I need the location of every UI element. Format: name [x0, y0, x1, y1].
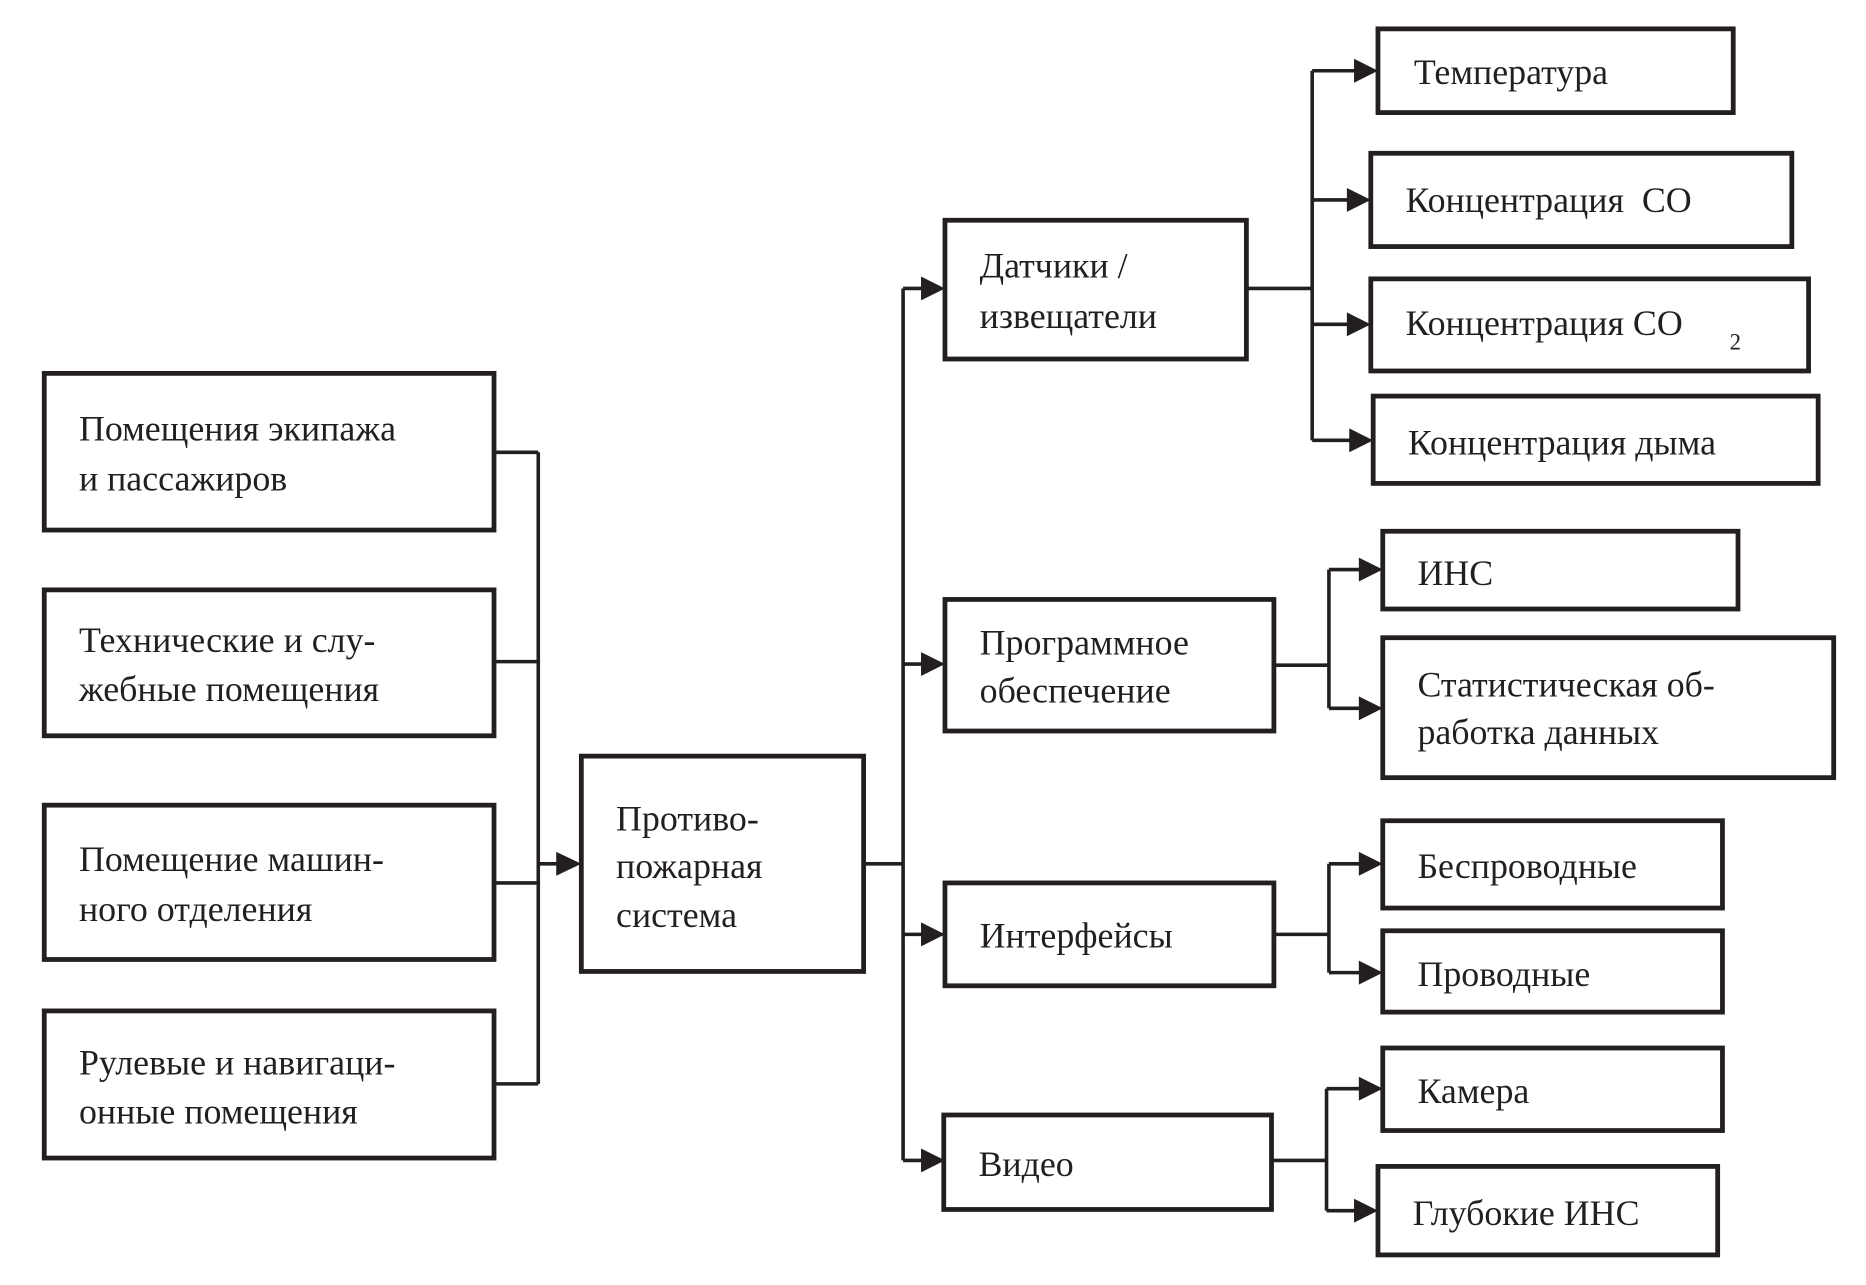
- arrow-icon: [1358, 696, 1383, 721]
- center-label: Противо-: [616, 798, 759, 838]
- arrow-icon: [1346, 187, 1371, 212]
- source-label: Помещение машин-: [79, 839, 384, 879]
- arrow-icon: [1358, 851, 1383, 876]
- leaf-label: Концентрация дыма: [1408, 423, 1716, 463]
- source-label: и пассажиров: [79, 459, 287, 499]
- leaf-label: работка данных: [1417, 712, 1659, 752]
- arrow-icon: [921, 922, 945, 947]
- source-box-technical: Технические и слу- жебные помещения: [41, 587, 497, 739]
- leaf-box-deep-ann: Глубокие ИНС: [1375, 1164, 1721, 1258]
- leaf-label: Проводные: [1417, 954, 1590, 994]
- arrow-icon: [1346, 312, 1371, 337]
- leaf-label: Камера: [1417, 1071, 1529, 1111]
- arrow-icon: [921, 1148, 945, 1173]
- source-label: ного отделения: [79, 889, 312, 929]
- branch-box-software: Программное обеспечение: [942, 597, 1277, 734]
- leaf-box-wired: Проводные: [1380, 928, 1725, 1015]
- arrow-icon: [1358, 960, 1383, 985]
- branch-box-video: Видео: [941, 1112, 1274, 1212]
- center-label: пожарная: [616, 846, 763, 886]
- branch-box-interfaces: Интерфейсы: [942, 880, 1277, 989]
- branch-label: Датчики /: [980, 246, 1128, 286]
- subscript-label: 2: [1730, 329, 1741, 354]
- arrow-icon: [1358, 1076, 1383, 1101]
- leaf-box-ann: ИНС: [1380, 528, 1741, 612]
- leaf-label: Концентрация CO: [1405, 180, 1691, 220]
- leaf-label: Температура: [1414, 52, 1608, 92]
- branch-label: Программное: [980, 622, 1189, 662]
- leaf-label: Беспроводные: [1417, 846, 1637, 886]
- arrow-icon: [921, 652, 945, 676]
- arrow-icon: [556, 851, 582, 876]
- branch-box-sensors: Датчики / извещатели: [942, 217, 1249, 362]
- source-label: Рулевые и навигаци-: [79, 1042, 395, 1082]
- arrow-icon: [1354, 58, 1378, 83]
- arrow-icon: [921, 276, 945, 301]
- source-label: онные помещения: [79, 1091, 358, 1131]
- source-label: жебные помещения: [78, 669, 379, 709]
- leaf-box-co: Концентрация CO: [1368, 150, 1795, 249]
- leaf-label: Концентрация CO: [1405, 303, 1682, 343]
- source-box-navigation: Рулевые и навигаци- онные помещения: [41, 1008, 497, 1161]
- branch-label: Интерфейсы: [980, 916, 1173, 956]
- source-box-crew: Помещения экипажа и пассажиров: [41, 370, 497, 533]
- leaf-label: Статистическая об-: [1417, 664, 1714, 704]
- leaf-box-wireless: Беспроводные: [1380, 818, 1725, 911]
- branch-label: обеспечение: [980, 670, 1171, 710]
- leaf-label: ИНС: [1417, 553, 1493, 593]
- source-label: Технические и слу-: [79, 620, 376, 660]
- software-connectors: [1273, 557, 1383, 721]
- leaf-box-statistics: Статистическая об- работка данных: [1380, 635, 1837, 781]
- interfaces-connectors: [1273, 851, 1383, 985]
- source-label: Помещения экипажа: [79, 408, 396, 448]
- center-box-fire-system: Противо- пожарная система: [578, 753, 867, 974]
- left-connectors: [494, 450, 582, 1086]
- arrow-icon: [1358, 557, 1383, 582]
- leaf-box-smoke: Концентрация дыма: [1370, 393, 1821, 486]
- source-box-engine: Помещение машин- ного отделения: [41, 802, 497, 962]
- leaf-label: Глубокие ИНС: [1413, 1193, 1640, 1233]
- arrow-icon: [1349, 428, 1374, 453]
- leaf-box-temperature: Температура: [1375, 26, 1736, 115]
- leaf-box-co2: Концентрация CO 2: [1368, 276, 1811, 374]
- arrow-icon: [1354, 1198, 1378, 1223]
- center-label: система: [616, 895, 737, 935]
- center-connectors: [863, 276, 945, 1173]
- branch-label: Видео: [978, 1144, 1073, 1184]
- branch-label: извещатели: [980, 296, 1157, 336]
- video-connectors: [1271, 1076, 1383, 1223]
- leaf-box-camera: Камера: [1380, 1045, 1725, 1133]
- sensors-connectors: [1246, 58, 1378, 453]
